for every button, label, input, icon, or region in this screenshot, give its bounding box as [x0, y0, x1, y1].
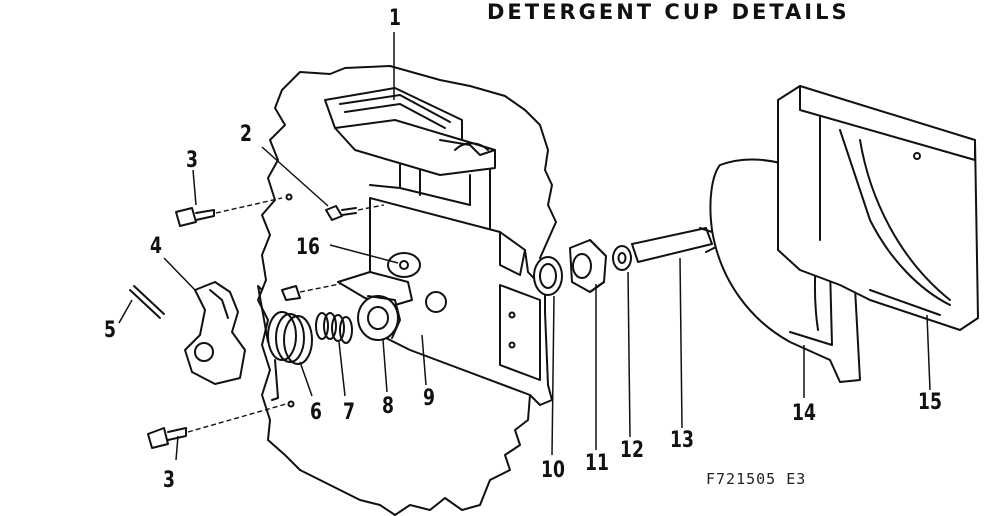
callout-16: 16	[296, 235, 320, 260]
part-16-pivot	[387, 252, 421, 278]
callout-14: 14	[792, 401, 816, 426]
leader-lines	[118, 32, 931, 461]
callout-3-lower: 3	[163, 468, 175, 493]
callout-5: 5	[104, 318, 116, 343]
callout-11: 11	[585, 451, 609, 476]
small-screw	[281, 285, 301, 301]
callout-3-upper: 3	[186, 148, 198, 173]
diagram-title: DETERGENT CUP DETAILS	[487, 0, 850, 24]
callout-9: 9	[423, 386, 435, 411]
callout-15: 15	[918, 390, 942, 415]
part-12-washer	[612, 245, 632, 271]
callout-2: 2	[240, 122, 252, 147]
part-2-screw	[325, 204, 385, 221]
callout-8: 8	[382, 394, 394, 419]
part-4-latch	[184, 281, 246, 385]
part-6-torsion-spring	[257, 285, 313, 401]
part-5-pin	[129, 289, 161, 319]
part-3-screw-lower	[147, 403, 287, 449]
part-10-seal	[533, 256, 563, 296]
callout-10: 10	[541, 458, 565, 483]
callout-4: 4	[150, 234, 162, 259]
callout-13: 13	[670, 428, 694, 453]
part-8-spring-seat	[357, 295, 399, 341]
door-panel-outline	[257, 65, 557, 516]
callout-7: 7	[343, 400, 355, 425]
part-3-screw-upper	[175, 197, 283, 227]
callout-1: 1	[389, 6, 401, 31]
drawing-code: F721505 E3	[706, 470, 807, 488]
part-7-spring	[315, 312, 353, 344]
callout-6: 6	[310, 400, 322, 425]
callout-12: 12	[620, 438, 644, 463]
part-11-nut	[569, 239, 607, 293]
